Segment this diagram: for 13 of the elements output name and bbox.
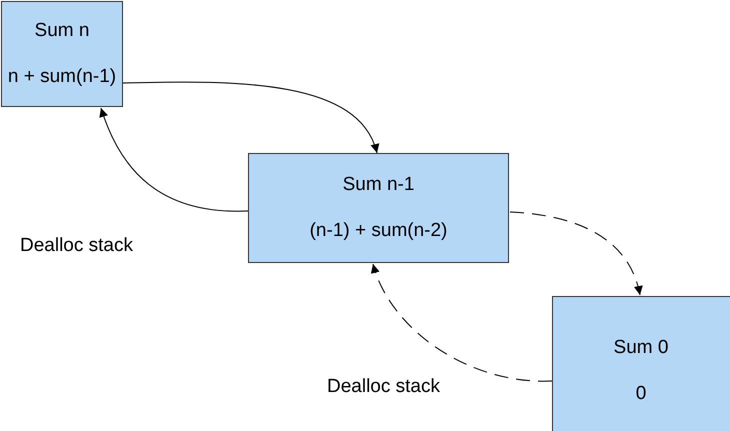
box-title: Sum n bbox=[34, 18, 90, 42]
box-body: (n-1) + sum(n-2) bbox=[310, 219, 448, 243]
arrow bbox=[372, 264, 552, 382]
process-box bbox=[248, 153, 509, 263]
arrow bbox=[510, 212, 642, 296]
box-body: 0 bbox=[636, 382, 646, 406]
box-title: Sum n-1 bbox=[342, 172, 414, 196]
process-box bbox=[1, 1, 123, 107]
arrow bbox=[122, 82, 378, 154]
arrow bbox=[100, 108, 248, 212]
box-body: n + sum(n-1) bbox=[8, 65, 116, 89]
box-title: Sum 0 bbox=[614, 336, 668, 360]
process-box bbox=[552, 296, 730, 431]
